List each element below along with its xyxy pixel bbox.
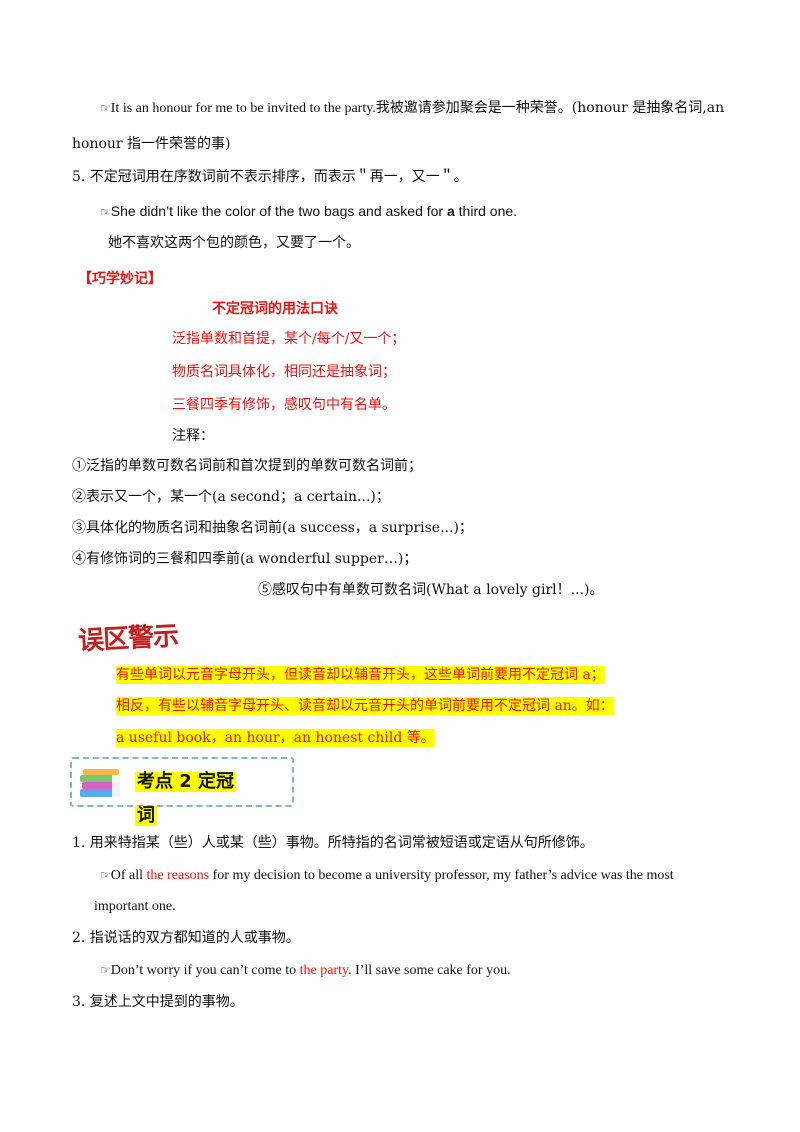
section-2-title-continued: 词 <box>135 805 157 826</box>
note-2: ②表示又一个，某一个(a second；a certain...)； <box>72 489 390 505</box>
definite-rule-1-heading: 1. 用来特指某（些）人或某（些）事物。所特指的名词常被短语或定语从句所修饰。 <box>72 835 594 851</box>
rule-5-example: ☞She didn’t like the color of the two ba… <box>100 203 518 219</box>
warning-line-3: a useful book，an hour，an honest child 等。 <box>116 729 435 747</box>
example-honour-continued: honour 指一件荣誉的事) <box>72 136 231 152</box>
pointing-hand-icon: ☞ <box>100 205 111 219</box>
rhyme-line-3: 三餐四季有修饰，感叹句中有名单。 <box>172 397 396 413</box>
definite-rule-1-example: ☞Of all the reasons for my decision to b… <box>100 868 674 883</box>
warning-logo: 误区警示 <box>77 621 179 657</box>
definite-rule-1-example-continued: important one. <box>94 899 176 914</box>
section-2-header-box <box>70 757 294 807</box>
pointing-hand-icon: ☞ <box>100 868 111 882</box>
note-3: ③具体化的物质名词和抽象名词前(a success，a surprise...)… <box>72 520 473 536</box>
example-honour: ☞It is an honour for me to be invited to… <box>100 100 725 116</box>
rhyme-line-1: 泛指单数和首提，某个/每个/又一个； <box>172 331 406 347</box>
warning-line-2: 相反，有些以辅音字母开头、读音却以元音开头的单词前要用不定冠词 an。如： <box>116 697 614 715</box>
pointing-hand-icon: ☞ <box>100 101 111 115</box>
note-4: ④有修饰词的三餐和四季前(a wonderful supper…)； <box>72 551 418 567</box>
definite-rule-3-heading: 3. 复述上文中提到的事物。 <box>72 994 244 1010</box>
note-1: ①泛指的单数可数名词前和首次提到的单数可数名词前； <box>72 458 422 474</box>
section-2-title: 考点 2 定冠 <box>135 771 237 792</box>
rule-5-heading: 5. 不定冠词用在序数词前不表示排序，而表示＂再一，又一＂。 <box>72 169 468 185</box>
tip-title: 不定冠词的用法口诀 <box>212 301 338 317</box>
note-5: ⑤感叹句中有单数可数名词(What a lovely girl！...)。 <box>258 582 604 598</box>
definite-rule-2-heading: 2. 指说话的双方都知道的人或事物。 <box>72 930 300 946</box>
notes-label: 注释： <box>172 428 214 444</box>
tip-label: 【巧学妙记】 <box>78 271 162 287</box>
pointing-hand-icon: ☞ <box>100 963 111 977</box>
rule-5-translation: 她不喜欢这两个包的颜色，又要了一个。 <box>108 235 360 251</box>
rhyme-line-2: 物质名词具体化，相同还是抽象词； <box>172 364 396 380</box>
definite-rule-2-example: ☞Don’t worry if you can’t come to the pa… <box>100 963 511 978</box>
books-icon <box>80 769 120 797</box>
warning-line-1: 有些单词以元音字母开头，但读音却以辅音开头，这些单词前要用不定冠词 a； <box>116 666 605 684</box>
